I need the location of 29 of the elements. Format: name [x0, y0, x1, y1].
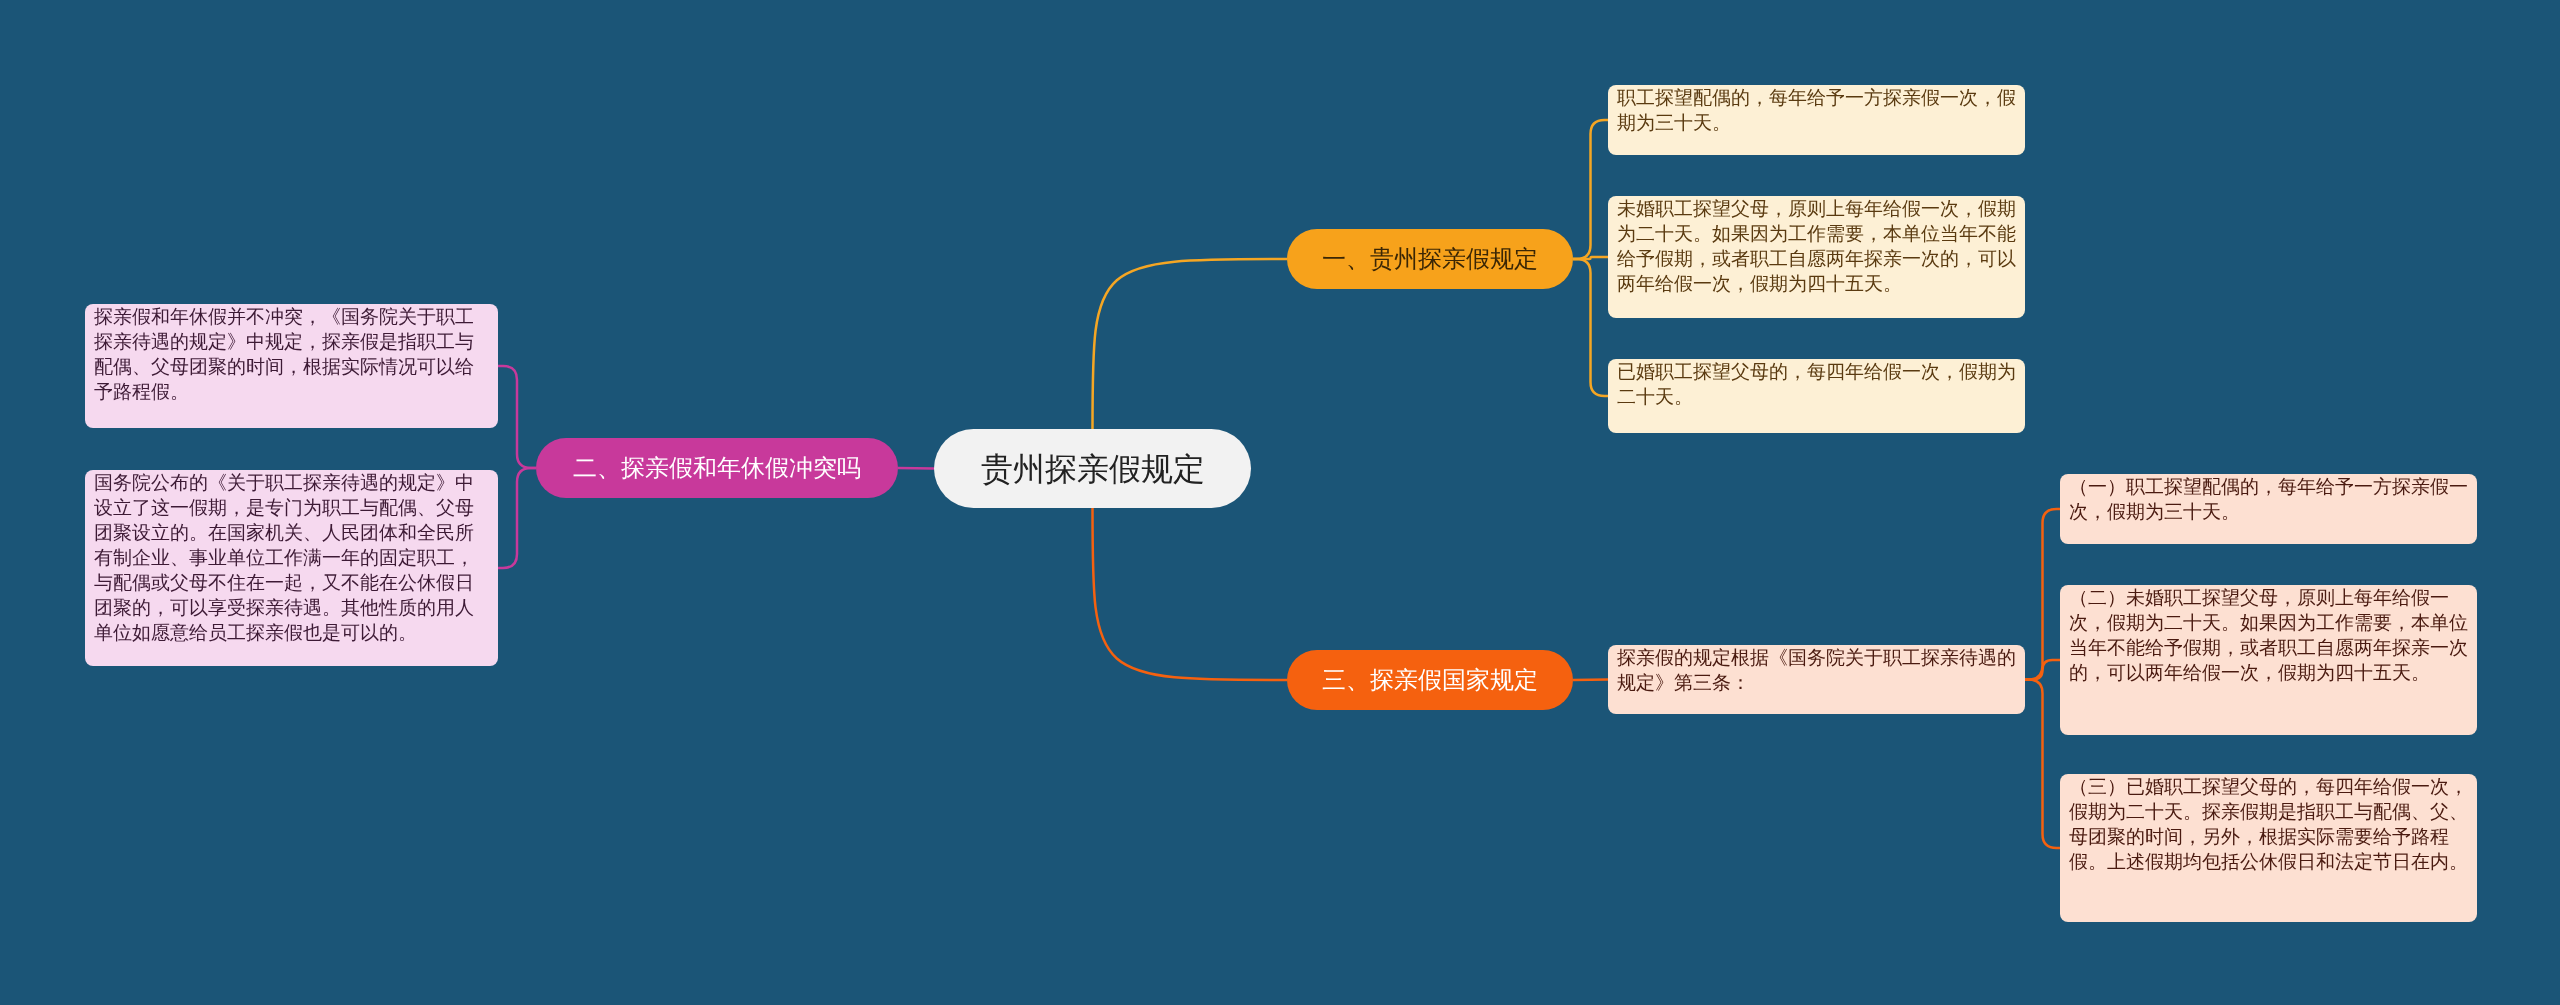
node-text: 职工探望配偶的，每年给予一方探亲假一次，假期为三十天。	[1617, 85, 2016, 135]
node-text: （二）未婚职工探望父母，原则上每年给假一次，假期为二十天。如果因为工作需要，本单位当年不能给予假期，或者职工自愿两年探亲一次的，可以两年给假一次，假期为四十五天。	[2069, 585, 2468, 685]
node-text: 三、探亲假国家规定	[1322, 665, 1538, 696]
branch-topic	[1287, 229, 1573, 289]
node-text: （一）职工探望配偶的，每年给予一方探亲假一次，假期为三十天。	[2069, 474, 2468, 524]
branch-topic	[1287, 650, 1573, 710]
note-card	[1608, 196, 2025, 318]
node-text: 国务院公布的《关于职工探亲待遇的规定》中设立了这一假期，是专门为职工与配偶、父母团聚设立的。在国家机关、人民团体和全民所有制企业、事业单位工作满一年的固定职工，与配偶或父母不住在一起，又不能在公休假日团聚的，可以享受探亲待遇。其他性质的用人单位如愿意给员工探亲假也是可以的。	[94, 470, 475, 645]
note-card	[2060, 585, 2477, 735]
note-card	[85, 304, 498, 428]
node-text: 二、探亲假和年休假冲突吗	[573, 453, 861, 484]
connector	[1573, 678, 1608, 682]
connector	[898, 466, 934, 470]
note-card	[85, 470, 498, 666]
connector	[1091, 508, 1287, 682]
node-text: 贵州探亲假规定	[980, 448, 1205, 490]
connector	[1091, 257, 1287, 429]
note-card	[1608, 359, 2025, 433]
node-text: （三）已婚职工探望父母的，每四年给假一次，假期为二十天。探亲假期是指职工与配偶、父、母团聚的时间，另外，根据实际需要给予路程假。上述假期均包括公休假日和法定节日在内。	[2069, 774, 2468, 874]
node-text: 已婚职工探望父母的，每四年给假一次，假期为二十天。	[1617, 359, 2016, 409]
node-text: 未婚职工探望父母，原则上每年给假一次，假期为二十天。如果因为工作需要，本单位当年不能给予假期，或者职工自愿两年探亲一次的，可以两年给假一次，假期为四十五天。	[1617, 196, 2016, 296]
note-card	[1608, 85, 2025, 155]
node-text: 探亲假的规定根据《国务院关于职工探亲待遇的规定》第三条：	[1617, 645, 2016, 695]
note-card	[1608, 645, 2025, 714]
branch-topic	[536, 438, 898, 498]
node-text: 一、贵州探亲假规定	[1322, 244, 1538, 275]
note-card	[2060, 774, 2477, 922]
node-text: 探亲假和年休假并不冲突，《国务院关于职工探亲待遇的规定》中规定，探亲假是指职工与配偶、父母团聚的时间，根据实际情况可以给予路程假。	[94, 304, 475, 404]
note-card	[2060, 474, 2477, 544]
